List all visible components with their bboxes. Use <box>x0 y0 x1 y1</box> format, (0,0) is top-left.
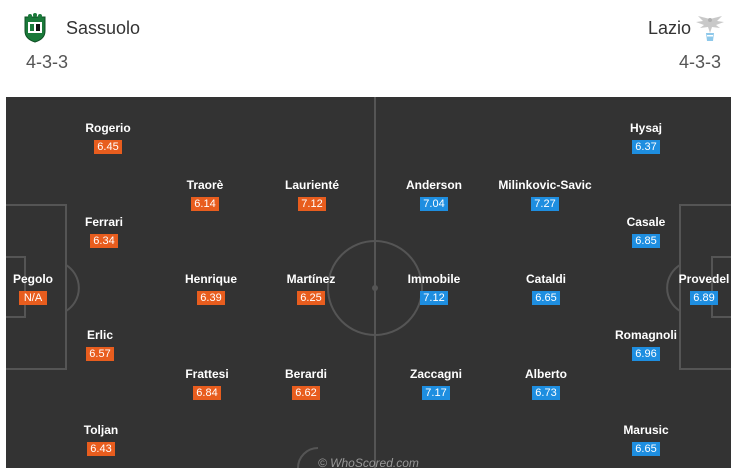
player-rating: 6.84 <box>193 386 221 400</box>
player-provedel[interactable]: Provedel 6.89 <box>644 272 731 306</box>
player-rating: 6.89 <box>690 291 718 305</box>
player-name: Provedel <box>678 272 730 286</box>
player-toljan[interactable]: Toljan 6.43 <box>41 423 161 457</box>
player-name: Ferrari <box>84 215 124 229</box>
player-name: Romagnoli <box>615 328 677 342</box>
player-rating: 6.43 <box>87 442 115 456</box>
player-name: Cataldi <box>525 272 566 286</box>
player-name: Zaccagni <box>409 367 463 381</box>
player-name: Immobile <box>407 272 461 286</box>
player-rating: 6.85 <box>632 234 660 248</box>
match-header: Sassuolo 4-3-3 Lazio 4-3-3 <box>0 0 731 94</box>
player-ferrari[interactable]: Ferrari 6.34 <box>44 215 164 249</box>
player-name: Henrique <box>184 272 237 286</box>
player-berardi[interactable]: Berardi 6.62 <box>246 367 366 401</box>
player-rating: 7.27 <box>531 197 559 211</box>
player-rating: 6.96 <box>632 347 660 361</box>
player-rating: 6.57 <box>86 347 114 361</box>
player-name: Berardi <box>284 367 328 381</box>
player-immobile[interactable]: Immobile 7.12 <box>374 272 494 306</box>
player-pegolo[interactable]: Pegolo N/A <box>6 272 93 306</box>
player-rating: 6.65 <box>532 291 560 305</box>
player-henrique[interactable]: Henrique 6.39 <box>151 272 271 306</box>
player-rating: 6.45 <box>94 140 122 154</box>
player-rating: 7.17 <box>422 386 450 400</box>
player-name: Erlic <box>86 328 113 342</box>
lazio-eagle-crest-icon <box>696 16 724 41</box>
player-cataldi[interactable]: Cataldi 6.65 <box>486 272 606 306</box>
player-name: Frattesi <box>185 367 229 381</box>
player-name: Traorè <box>186 178 224 192</box>
player-frattesi[interactable]: Frattesi 6.84 <box>147 367 267 401</box>
player-name: Hysaj <box>629 121 663 135</box>
player-name: Toljan <box>83 423 119 437</box>
player-name: Alberto <box>525 367 567 381</box>
home-formation: 4-3-3 <box>26 52 69 72</box>
player-rating: 6.14 <box>191 197 219 211</box>
player-hysaj[interactable]: Hysaj 6.37 <box>586 121 706 155</box>
player-rating: 7.12 <box>420 291 448 305</box>
player-rating: 6.39 <box>197 291 225 305</box>
pitch-markings <box>6 97 731 468</box>
player-name: Martínez <box>286 272 336 286</box>
home-team-name[interactable]: Sassuolo <box>66 18 141 38</box>
player-name: Pegolo <box>12 272 53 286</box>
player-zaccagni[interactable]: Zaccagni 7.17 <box>376 367 496 401</box>
away-team-name[interactable]: Lazio <box>647 18 691 38</box>
player-rating: 6.73 <box>532 386 560 400</box>
player-name: Marusic <box>623 423 669 437</box>
player-name: Milinkovic-Savic <box>498 178 592 192</box>
player-rating: 6.25 <box>297 291 325 305</box>
player-rating: N/A <box>19 291 47 305</box>
player-romagnoli[interactable]: Romagnoli 6.96 <box>586 328 706 362</box>
player-name: Casale <box>626 215 666 229</box>
player-rating: 6.34 <box>90 234 118 248</box>
away-formation: 4-3-3 <box>678 52 721 72</box>
player-name: Rogerio <box>85 121 131 135</box>
player-milinkovic-savic[interactable]: Milinkovic-Savic 7.27 <box>485 178 605 212</box>
watermark: © WhoScored.com <box>318 456 419 470</box>
player-erlic[interactable]: Erlic 6.57 <box>40 328 160 362</box>
player-rating: 6.62 <box>292 386 320 400</box>
player-anderson[interactable]: Anderson 7.04 <box>374 178 494 212</box>
player-rating: 7.04 <box>420 197 448 211</box>
player-lauriente[interactable]: Laurienté 7.12 <box>252 178 372 212</box>
player-rogerio[interactable]: Rogerio 6.45 <box>48 121 168 155</box>
player-rating: 6.65 <box>632 442 660 456</box>
player-marusic[interactable]: Marusic 6.65 <box>586 423 706 457</box>
player-casale[interactable]: Casale 6.85 <box>586 215 706 249</box>
player-rating: 6.37 <box>632 140 660 154</box>
player-alberto[interactable]: Alberto 6.73 <box>486 367 606 401</box>
player-name: Laurienté <box>284 178 339 192</box>
player-traore[interactable]: Traorè 6.14 <box>145 178 265 212</box>
sassuolo-crest-icon <box>24 13 46 43</box>
player-name: Anderson <box>405 178 462 192</box>
player-rating: 7.12 <box>298 197 326 211</box>
pitch: Rogerio 6.45 Ferrari 6.34 Pegolo N/A Erl… <box>6 97 731 468</box>
player-martinez[interactable]: Martínez 6.25 <box>251 272 371 306</box>
